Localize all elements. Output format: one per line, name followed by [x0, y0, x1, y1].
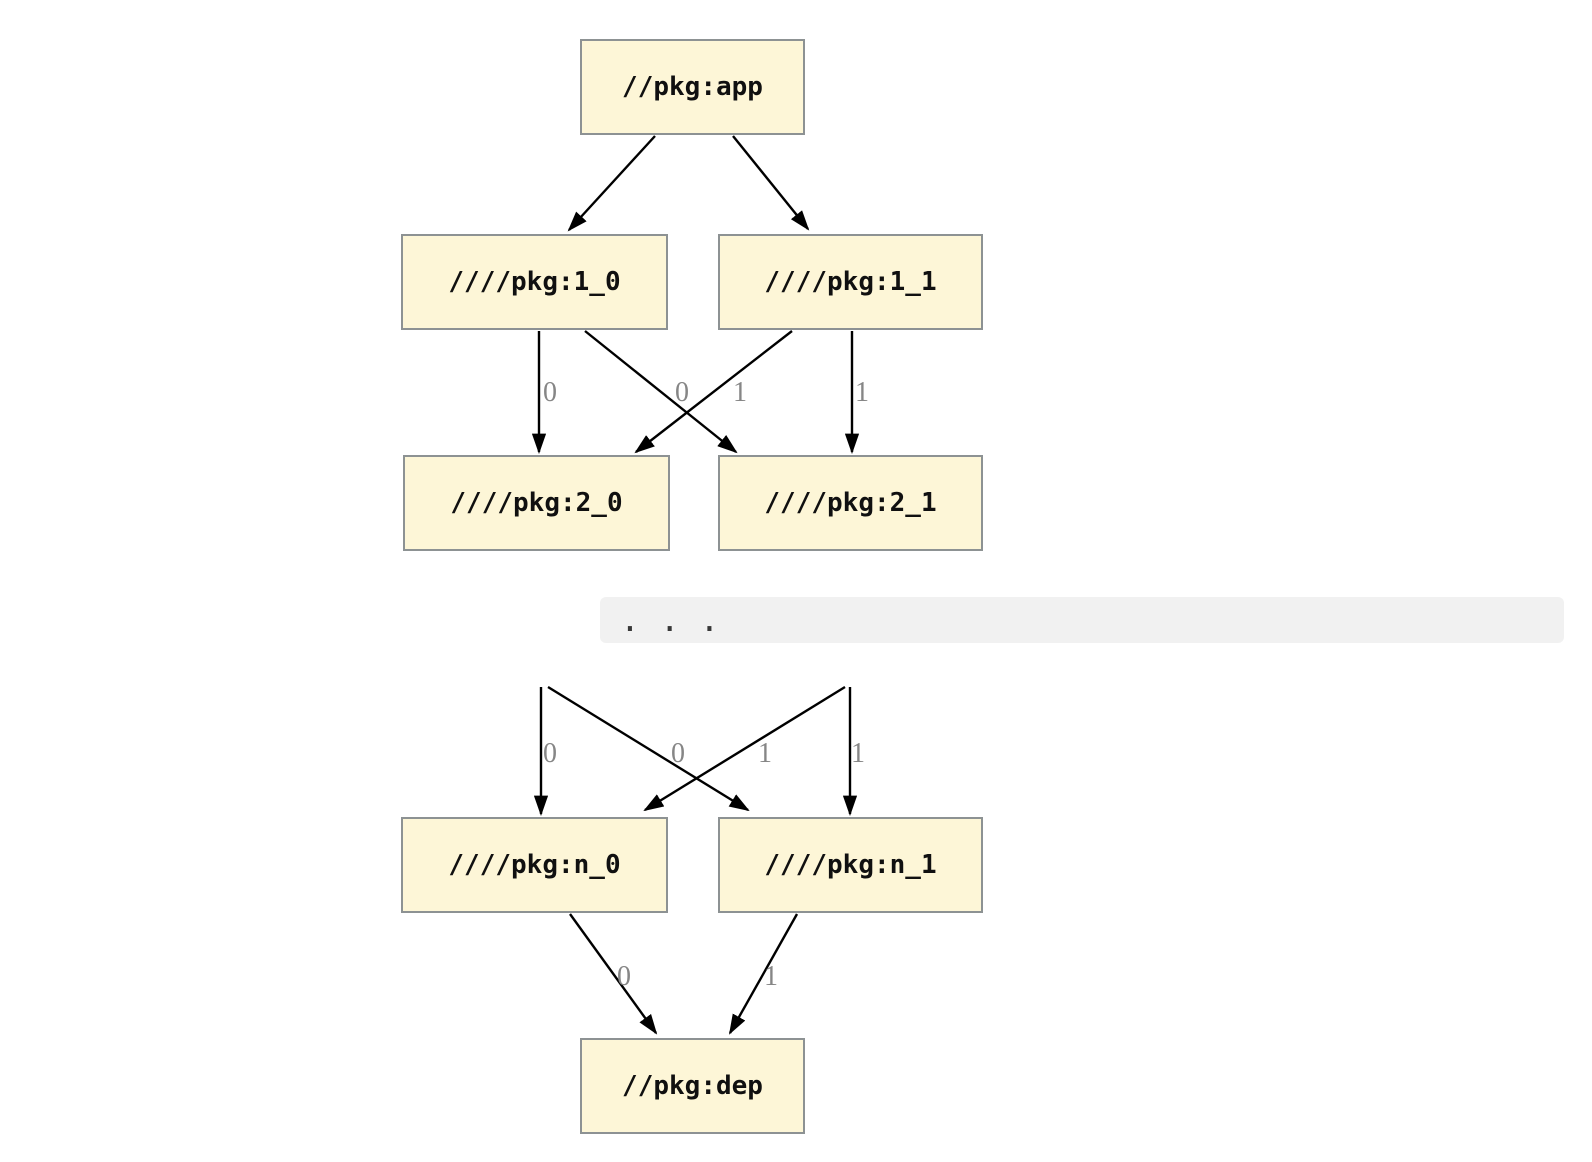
edge-1-0-to-2-1 — [584, 330, 738, 454]
edge-n-1-to-dep — [728, 913, 799, 1035]
edge-label-n-1-to-dep: 1 — [764, 961, 778, 992]
node-pkg-n-0: ////pkg:n_0 — [401, 817, 668, 913]
edge-prev-cross-to-n-0 — [643, 685, 846, 812]
edge-label-1-1-to-2-0: 0 — [675, 377, 689, 408]
edge-label-1-0-to-2-1: 1 — [733, 377, 747, 408]
edge-app-to-1-0 — [567, 135, 656, 232]
edge-n-0-to-dep — [569, 913, 658, 1035]
edge-label-prev-to-n-0: 0 — [543, 738, 557, 769]
edge-label-prev-cross-to-n-1: 1 — [758, 738, 772, 769]
edge-1-1-to-2-0 — [634, 330, 793, 454]
edge-label-1-0-to-2-0: 0 — [543, 377, 557, 408]
edge-app-to-1-1 — [732, 135, 810, 231]
node-pkg-1-0: ////pkg:1_0 — [401, 234, 668, 330]
node-pkg-dep: //pkg:dep — [580, 1038, 805, 1134]
ellipsis-bar: . . . — [600, 597, 1564, 643]
node-pkg-n-1: ////pkg:n_1 — [718, 817, 983, 913]
edge-label-prev-cross-to-n-0: 0 — [671, 738, 685, 769]
edge-label-1-1-to-2-1: 1 — [855, 377, 869, 408]
ellipsis-dots: . . . — [620, 600, 720, 639]
node-pkg-2-1: ////pkg:2_1 — [718, 455, 983, 551]
edge-prev-cross-to-n-1 — [547, 685, 750, 812]
node-pkg-2-0: ////pkg:2_0 — [403, 455, 670, 551]
edge-label-n-0-to-dep: 0 — [617, 961, 631, 992]
node-pkg-app: //pkg:app — [580, 39, 805, 135]
edge-label-prev-to-n-1: 1 — [851, 738, 865, 769]
node-pkg-1-1: ////pkg:1_1 — [718, 234, 983, 330]
